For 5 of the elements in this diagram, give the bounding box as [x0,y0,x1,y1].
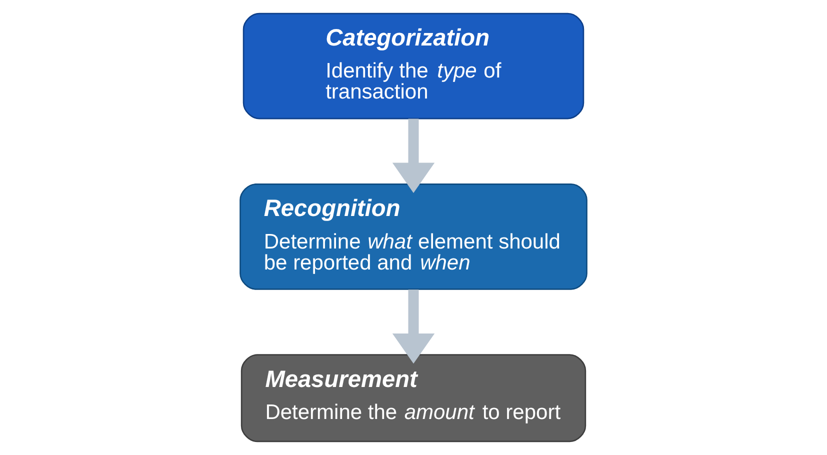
node-box: Recognition Determine what element should be reported and when [240,184,588,290]
arrow [392,118,435,193]
node-box: Categorization Identify the type of transaction [242,12,584,120]
node-box: Measurement Determine the amount to report [240,354,586,442]
arrow [392,290,435,364]
